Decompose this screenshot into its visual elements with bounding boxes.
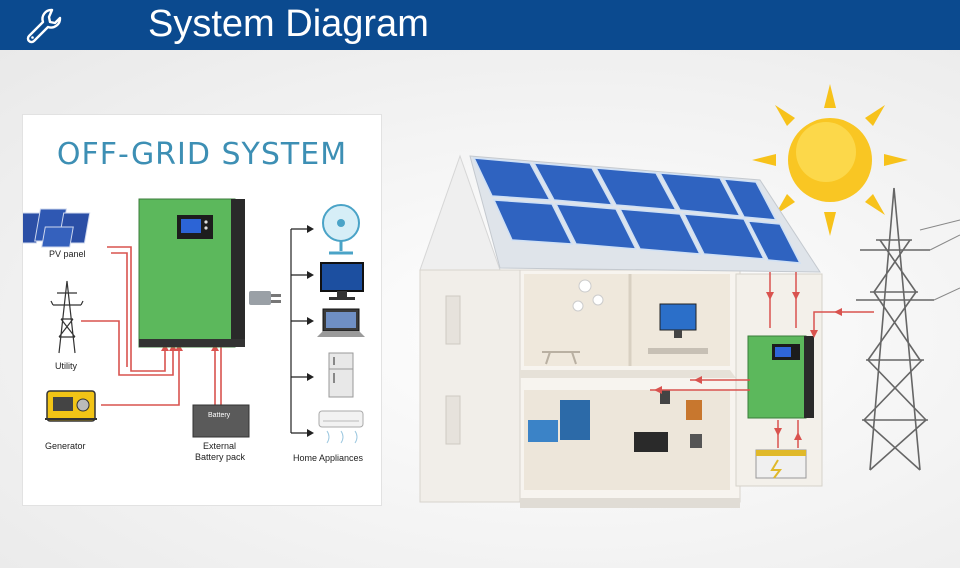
inverter-unit-wall [747, 335, 814, 419]
output-bus [290, 228, 309, 434]
plug-icon [249, 291, 281, 305]
off-grid-diagram: Battery [23, 198, 365, 444]
house-cutaway [419, 154, 823, 508]
fan-icon [322, 204, 360, 255]
air-conditioner-icon [318, 410, 364, 444]
wires [81, 246, 222, 409]
label-pv-panel: PV panel [49, 249, 86, 259]
panel-heading: OFF-GRID SYSTEM [56, 137, 348, 172]
power-flow-lines [650, 272, 874, 448]
battery-box [192, 404, 250, 438]
laptop-icon [317, 308, 365, 337]
house-scene [419, 84, 960, 508]
header-bar: System Diagram [0, 0, 960, 50]
label-generator: Generator [45, 441, 86, 451]
power-tower-icon [856, 187, 960, 471]
solar-roof [469, 155, 821, 273]
utility-tower-icon [50, 280, 84, 354]
inverter-unit [138, 198, 245, 348]
pv-panel-icon [23, 208, 91, 248]
fridge-icon [328, 352, 354, 398]
power-flow-arrows [654, 292, 842, 440]
battery-unit [755, 449, 807, 479]
label-home-appliances: Home Appliances [293, 453, 364, 463]
battery-box-label: Battery [208, 412, 231, 419]
sun-icon [752, 84, 908, 236]
label-battery-line2: Battery pack [195, 452, 246, 462]
page-title: System Diagram [148, 3, 429, 45]
wrench-icon [26, 8, 62, 44]
monitor-icon [320, 262, 364, 300]
output-arrows [307, 225, 314, 437]
label-utility: Utility [55, 361, 77, 371]
label-battery-line1: External [203, 441, 237, 451]
off-grid-diagram-panel: OFF-GRID SYSTEM [22, 114, 382, 506]
generator-icon [45, 390, 97, 422]
